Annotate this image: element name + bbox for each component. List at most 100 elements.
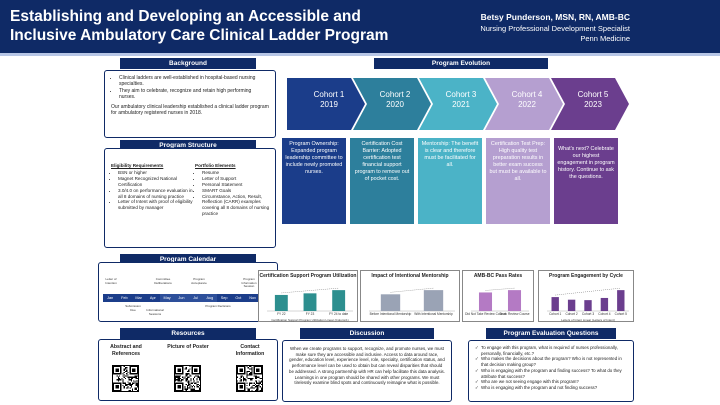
calendar-event: Program Information Session <box>241 277 257 289</box>
chart-x-label: Certification Support Program Utilizatio… <box>271 318 348 322</box>
chart-tick-label: Cohort 2 <box>565 312 577 316</box>
discussion-text: When we create programs to support, reco… <box>289 346 445 386</box>
cohort-label: Cohort 4 <box>511 90 543 99</box>
chart-pass-rates: AMB-BC Pass Rates Did Not Take Review Co… <box>462 270 534 322</box>
chart-bar <box>551 297 559 311</box>
evaluation-panel: To engage with this program, what is req… <box>468 340 634 402</box>
poster-header: Establishing and Developing an Accessibl… <box>0 0 720 56</box>
calendar-month: Aug <box>202 294 217 302</box>
calendar-month: Jul <box>188 294 203 302</box>
resources-panel: Abstract and References Picture of Poste… <box>98 339 278 401</box>
cohort-label: Cohort 3 <box>445 90 477 99</box>
chart-trend-line <box>390 287 434 293</box>
cohort-label: Cohort 5 <box>577 90 609 99</box>
chart-tick-label: Cohort 3 <box>582 312 594 316</box>
calendar-month: Feb <box>117 294 132 302</box>
eligibility-column: Eligibility Requirements BSN or higher M… <box>111 163 193 211</box>
chart-x-label: Letters of Intent Linear (Letters of Int… <box>561 318 615 322</box>
portfolio-column: Portfolio Elements Resume Letter of Supp… <box>195 163 271 217</box>
portfolio-heading: Portfolio Elements <box>195 163 236 168</box>
chart-tick-label: FY 22 <box>277 312 286 316</box>
eligibility-item: Magnet Recognized National Certification <box>118 176 193 188</box>
resource-label: Abstract and References <box>110 344 142 357</box>
portfolio-item: SMART Goals <box>202 188 271 194</box>
cohort-year: 2021 <box>452 100 470 109</box>
calendar-timeline: Jan Feb Mar Apr May Jun Jul Aug Sep Oct … <box>103 294 274 302</box>
chart-bar <box>478 292 493 311</box>
qr-code-icon[interactable] <box>174 365 201 392</box>
calendar-heading: Program Calendar <box>120 254 256 265</box>
chart-tick-label: To ok Review Course <box>499 312 529 316</box>
portfolio-item: Letter of Support <box>202 176 271 182</box>
author-block: Betsy Punderson, MSN, RN, AMB-BC Nursing… <box>420 12 630 44</box>
chart-tick-label: FY 23 <box>306 312 315 316</box>
eligibility-item: Letter of Intent with proof of eligibili… <box>118 199 193 211</box>
chart-trend-line <box>555 287 621 296</box>
chart-tick-label: Cohort 5 <box>615 312 627 316</box>
calendar-event: Informational Sessions <box>146 308 164 316</box>
eligibility-item: BSN or higher <box>118 170 193 176</box>
calendar-month: Oct <box>231 294 246 302</box>
cohort-description: Certification Test Prep: High quality te… <box>486 138 550 224</box>
calendar-event: Program Acceptance <box>191 277 207 285</box>
portfolio-item: Resume <box>202 170 271 176</box>
author-name: Betsy Punderson, MSN, RN, AMB-BC <box>480 12 630 22</box>
chart-title: AMB-BC Pass Rates <box>473 273 523 279</box>
chart-tick-label: With Intentional Mentorship <box>414 312 453 316</box>
evaluation-heading: Program Evaluation Questions <box>486 328 616 339</box>
background-heading: Background <box>120 58 256 69</box>
author-org: Penn Medicine <box>580 34 630 43</box>
chart-tick-label: Cohort 4 <box>598 312 610 316</box>
chart-title: Certification Support Program Utilizatio… <box>259 273 357 279</box>
calendar-month: Apr <box>145 294 160 302</box>
evaluation-question: Who are we not seeing engage with this p… <box>475 379 627 385</box>
chart-trend-line <box>281 287 339 294</box>
calendar-panel: Letter of Intention Committee Deliberati… <box>98 262 278 322</box>
cohort-label: Cohort 2 <box>379 90 411 99</box>
chart-tick-label: FY 24 to date <box>329 312 348 316</box>
cohort-year: 2019 <box>320 100 338 109</box>
chart-bar <box>332 290 346 311</box>
chart-bar <box>274 294 288 311</box>
chart-bar <box>423 290 444 311</box>
chart-bar <box>507 290 522 311</box>
discussion-panel: When we create programs to support, reco… <box>282 340 452 402</box>
structure-panel: Eligibility Requirements BSN or higher M… <box>104 148 276 248</box>
chart-bar <box>567 299 576 311</box>
chart-bar <box>380 294 401 311</box>
cohort-description: Program Ownership: Expanded program lead… <box>282 138 346 224</box>
cohort-year: 2020 <box>386 100 404 109</box>
chart-bar <box>600 297 609 311</box>
chart-tick-label: Cohort 1 <box>549 312 561 316</box>
cohort-description: Mentorship: The benefit is clear and the… <box>418 138 482 224</box>
cohort-year: 2022 <box>518 100 536 109</box>
evolution-heading: Program Evolution <box>374 58 548 69</box>
calendar-month: Mar <box>131 294 146 302</box>
calendar-month: Sep <box>217 294 232 302</box>
qr-code-icon[interactable] <box>236 365 263 392</box>
chart-tick-label: Did Not Take Review Course <box>465 312 506 316</box>
chart-svg: Cohort 1 Cohort 2 Cohort 3 Cohort 4 Cohort 5… <box>547 287 629 322</box>
calendar-month: Nov <box>245 294 260 302</box>
qr-code-icon[interactable] <box>112 365 139 392</box>
background-panel: Clinical ladders are well-established in… <box>104 70 276 138</box>
chart-certification: Certification Support Program Utilizatio… <box>258 270 358 322</box>
chart-bar <box>584 300 592 311</box>
poster-title: Establishing and Developing an Accessibl… <box>10 8 389 44</box>
chart-bar <box>617 290 625 311</box>
evaluation-question: To engage with this program, what is req… <box>475 345 627 356</box>
cohort-description: What's next? Celebrate our highest engag… <box>554 138 618 224</box>
evaluation-question: Who makes the decisions about the progra… <box>475 356 627 367</box>
calendar-month: Jun <box>174 294 189 302</box>
eligibility-heading: Eligibility Requirements <box>111 163 164 168</box>
chart-title: Impact of Intentional Mentorship <box>371 273 449 279</box>
evaluation-question: Who is engaging with the program and fin… <box>475 368 627 379</box>
